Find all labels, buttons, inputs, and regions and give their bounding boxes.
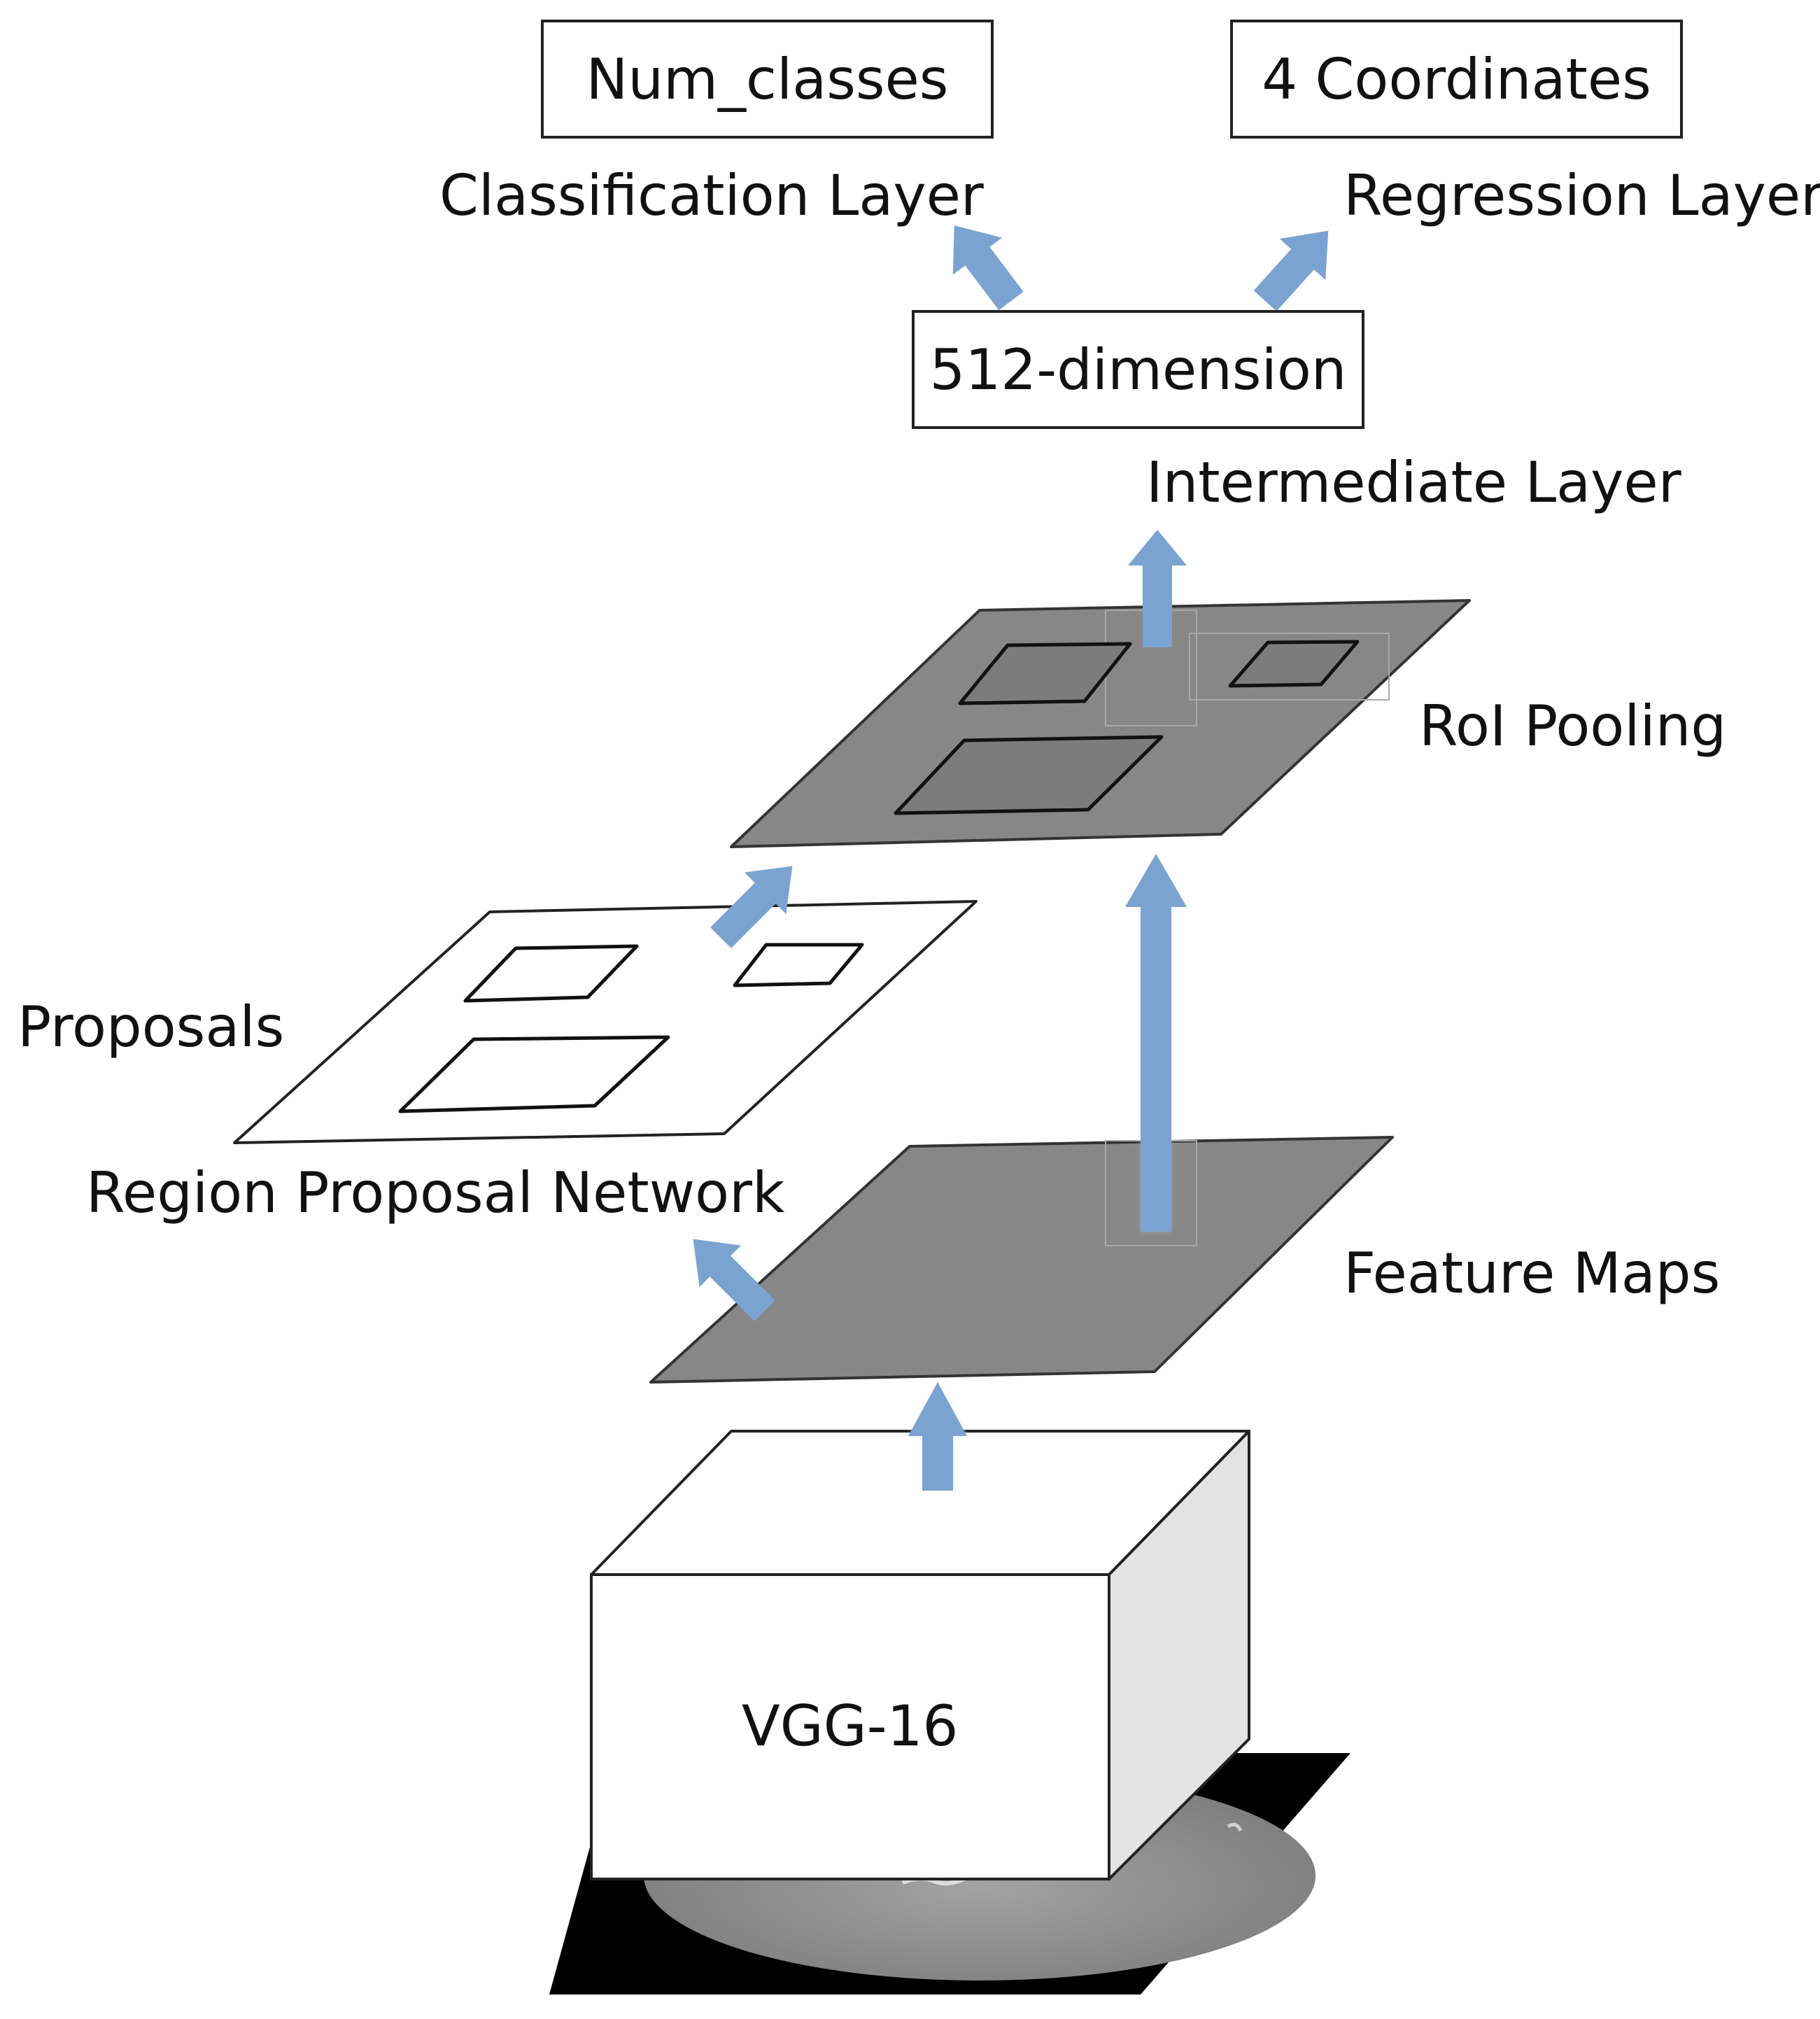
vgg16-label: VGG-16 [742,1694,959,1759]
proposal-region [463,944,639,1003]
feature-maps-label: Feature Maps [1343,1241,1721,1306]
arrow-to-classification [952,225,1024,311]
num-classes-box: Num_classes [541,20,994,139]
proposals-plane [233,900,978,1144]
vgg16-cube [590,1430,1250,1880]
proposal-region [733,943,864,987]
arrow-proposals-to-roi [710,866,793,948]
classification-layer-label: Classification Layer [439,163,984,228]
roi-pooling-highlight [1189,633,1390,701]
roi-pooling-label: RoI Pooling [1419,694,1727,759]
arrow-roi-to-intermediate [1128,530,1187,647]
flow-arrows [693,225,1329,1491]
arrow-vgg-to-feature-maps [908,1382,967,1491]
proposal-region [398,1035,670,1113]
roi-region [1228,640,1360,688]
arrow-feature-maps-to-rpn [693,1239,775,1321]
scan-detail [1227,1822,1243,1832]
intermediate-layer-label: Intermediate Layer [1146,450,1681,515]
arrow-feature-maps-to-roi [1125,854,1187,1232]
regression-layer-label: Regression Layer [1343,163,1820,228]
cube-front-face [590,1573,1110,1880]
roi-region [894,735,1164,815]
region-proposal-network-label: Region Proposal Network [86,1160,785,1225]
roi-pooling-plane [730,599,1471,848]
roi-region [958,642,1132,705]
arrow-to-regression [1253,230,1329,311]
proposals-label: Proposals [17,994,285,1060]
coordinates-box: 4 Coordinates [1230,20,1683,139]
dimension-box: 512-dimension [912,310,1364,429]
